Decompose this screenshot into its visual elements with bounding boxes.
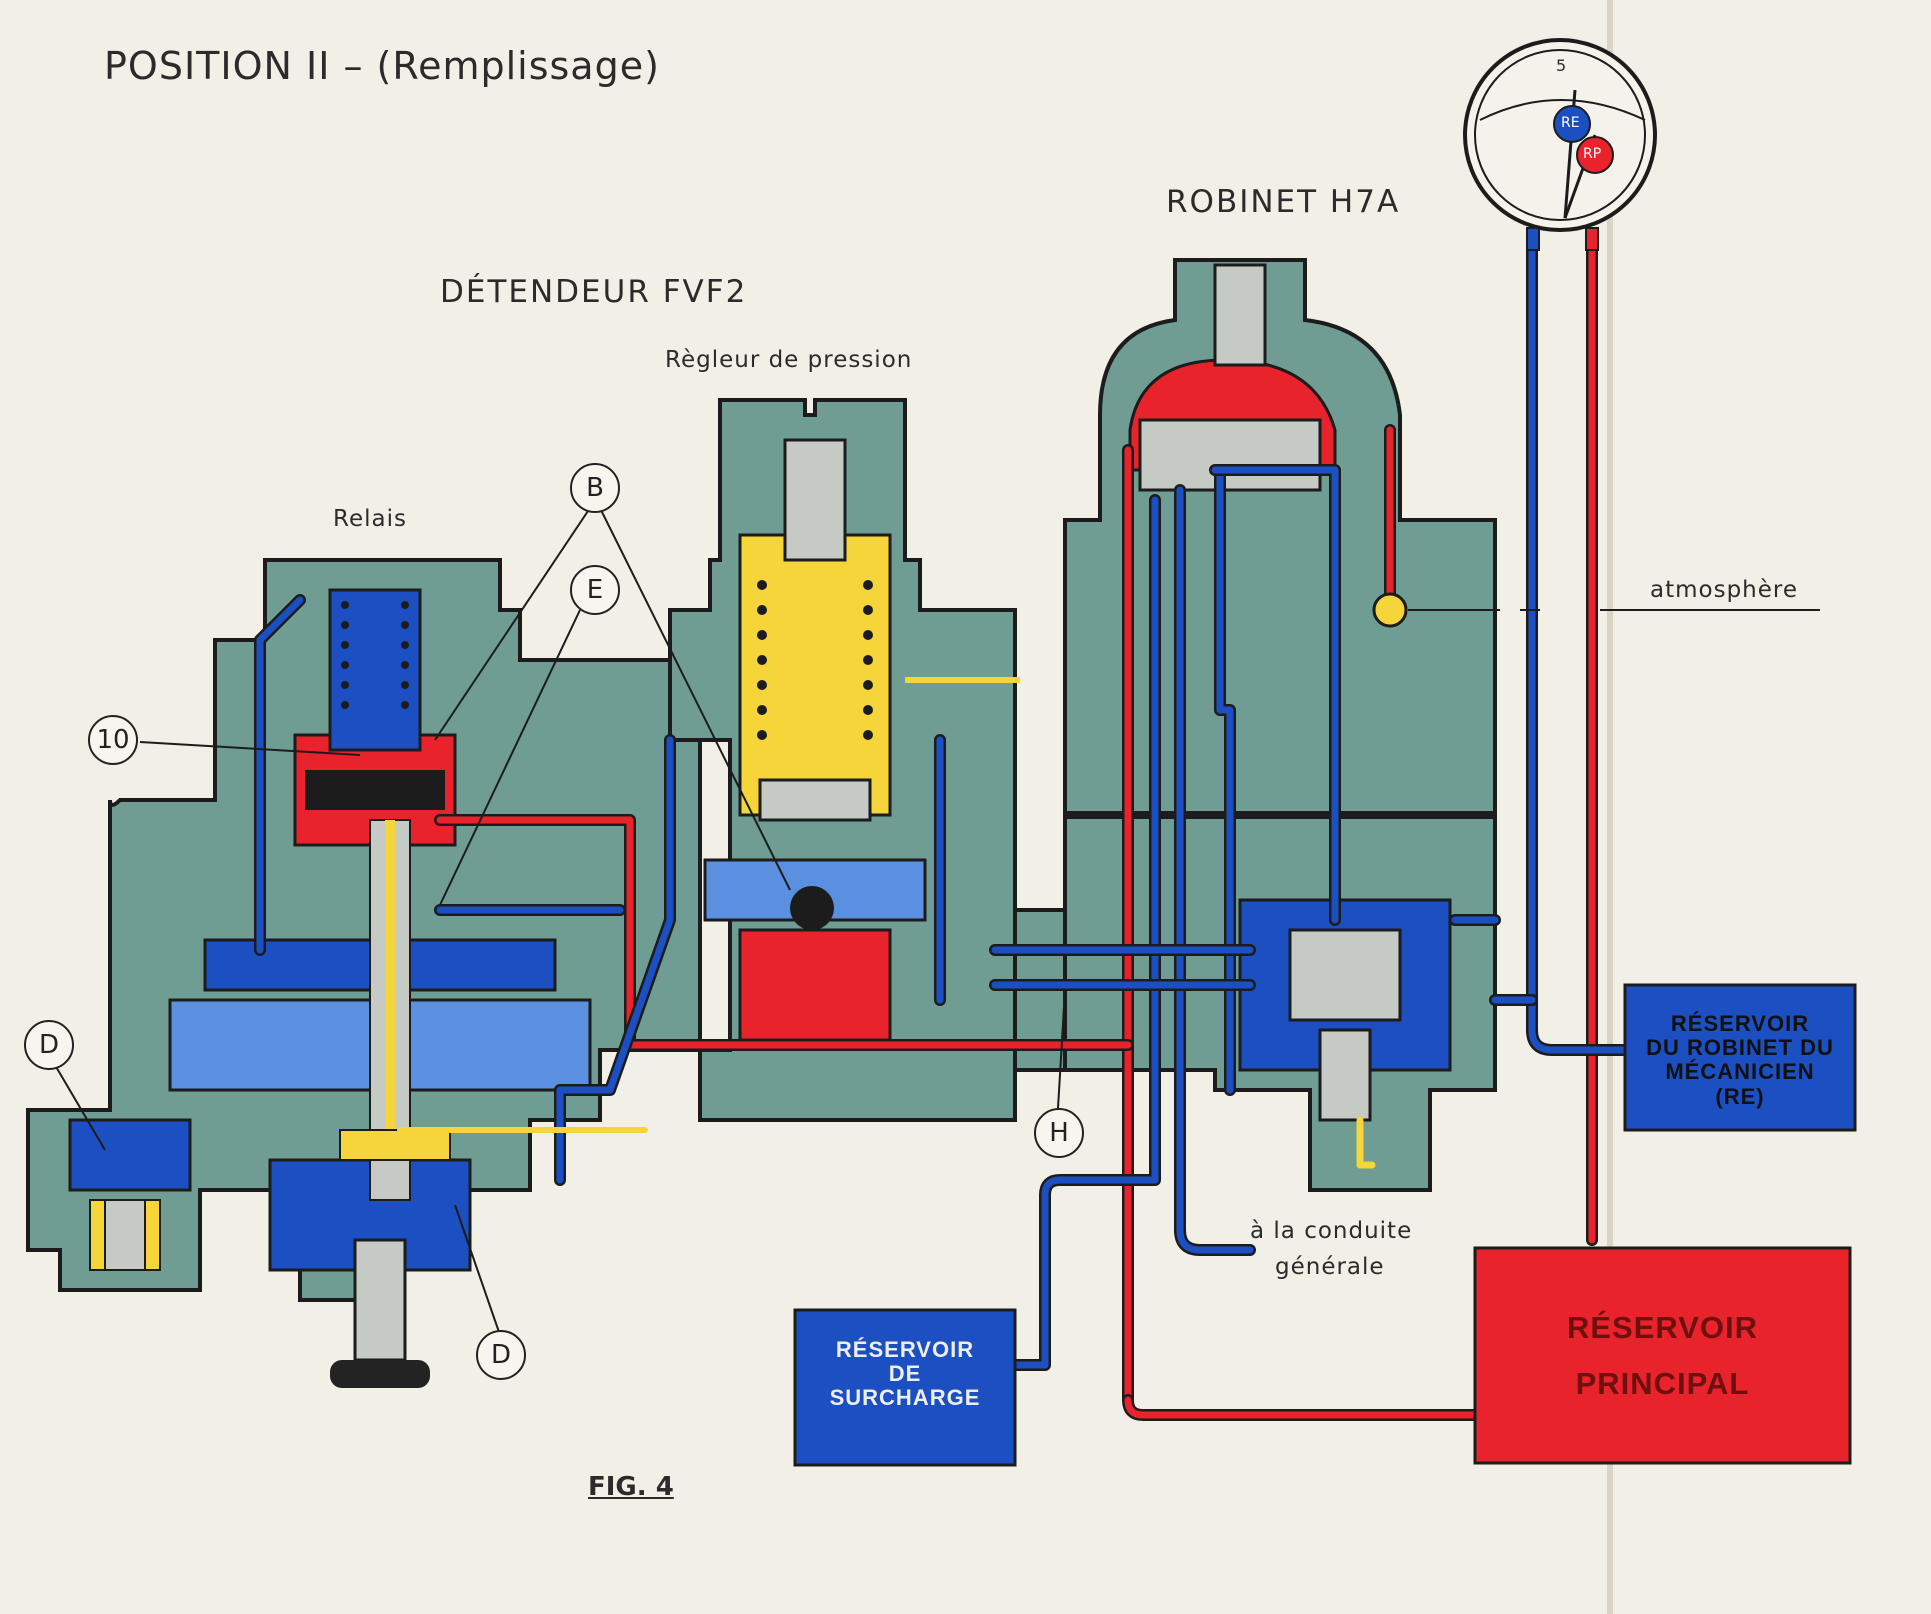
callout-e: E [570, 565, 620, 615]
regleur-body [668, 398, 1020, 1122]
robinet-header: ROBINET H7A [1166, 184, 1401, 220]
regleur-label: Règleur de pression [665, 347, 913, 373]
gauge-scale-mark: 5 [1556, 56, 1567, 75]
manometer-gauge [1463, 38, 1657, 251]
reservoir-robinet-label: RÉSERVOIR DU ROBINET DU MÉCANICIEN (RE) [1646, 1011, 1834, 1109]
callout-b: B [570, 463, 620, 513]
gauge-needle-re: RE [1561, 115, 1580, 131]
relais-label: Relais [333, 506, 407, 532]
reservoir-principal-box [1473, 1246, 1852, 1465]
page-title: POSITION II – (Remplissage) [104, 44, 660, 88]
detendeur-header: DÉTENDEUR FVF2 [440, 274, 748, 310]
callout-leaders [54, 507, 1066, 1336]
reservoir-surcharge-label: RÉSERVOIR DE SURCHARGE [829, 1337, 981, 1411]
atmosphere-label: atmosphère [1650, 577, 1798, 603]
relais-body [26, 558, 702, 1388]
pipes [254, 244, 1636, 1421]
atmosphere-marker [1372, 592, 1820, 628]
callout-h: H [1034, 1108, 1084, 1158]
callout-d-left: D [24, 1020, 74, 1070]
callout-10: 10 [88, 715, 138, 765]
conduite-label-line1: à la conduite [1250, 1218, 1413, 1244]
reservoir-surcharge-box [793, 1308, 1017, 1467]
reservoir-principal-label: RÉSERVOIR PRINCIPAL [1566, 1310, 1759, 1401]
callout-d-bottom: D [476, 1330, 526, 1380]
gauge-needle-rp: RP [1583, 146, 1602, 162]
conduite-label-line2: générale [1275, 1254, 1385, 1280]
reservoir-robinet-box [1623, 983, 1857, 1132]
figure-caption: FIG. 4 [588, 1472, 674, 1502]
